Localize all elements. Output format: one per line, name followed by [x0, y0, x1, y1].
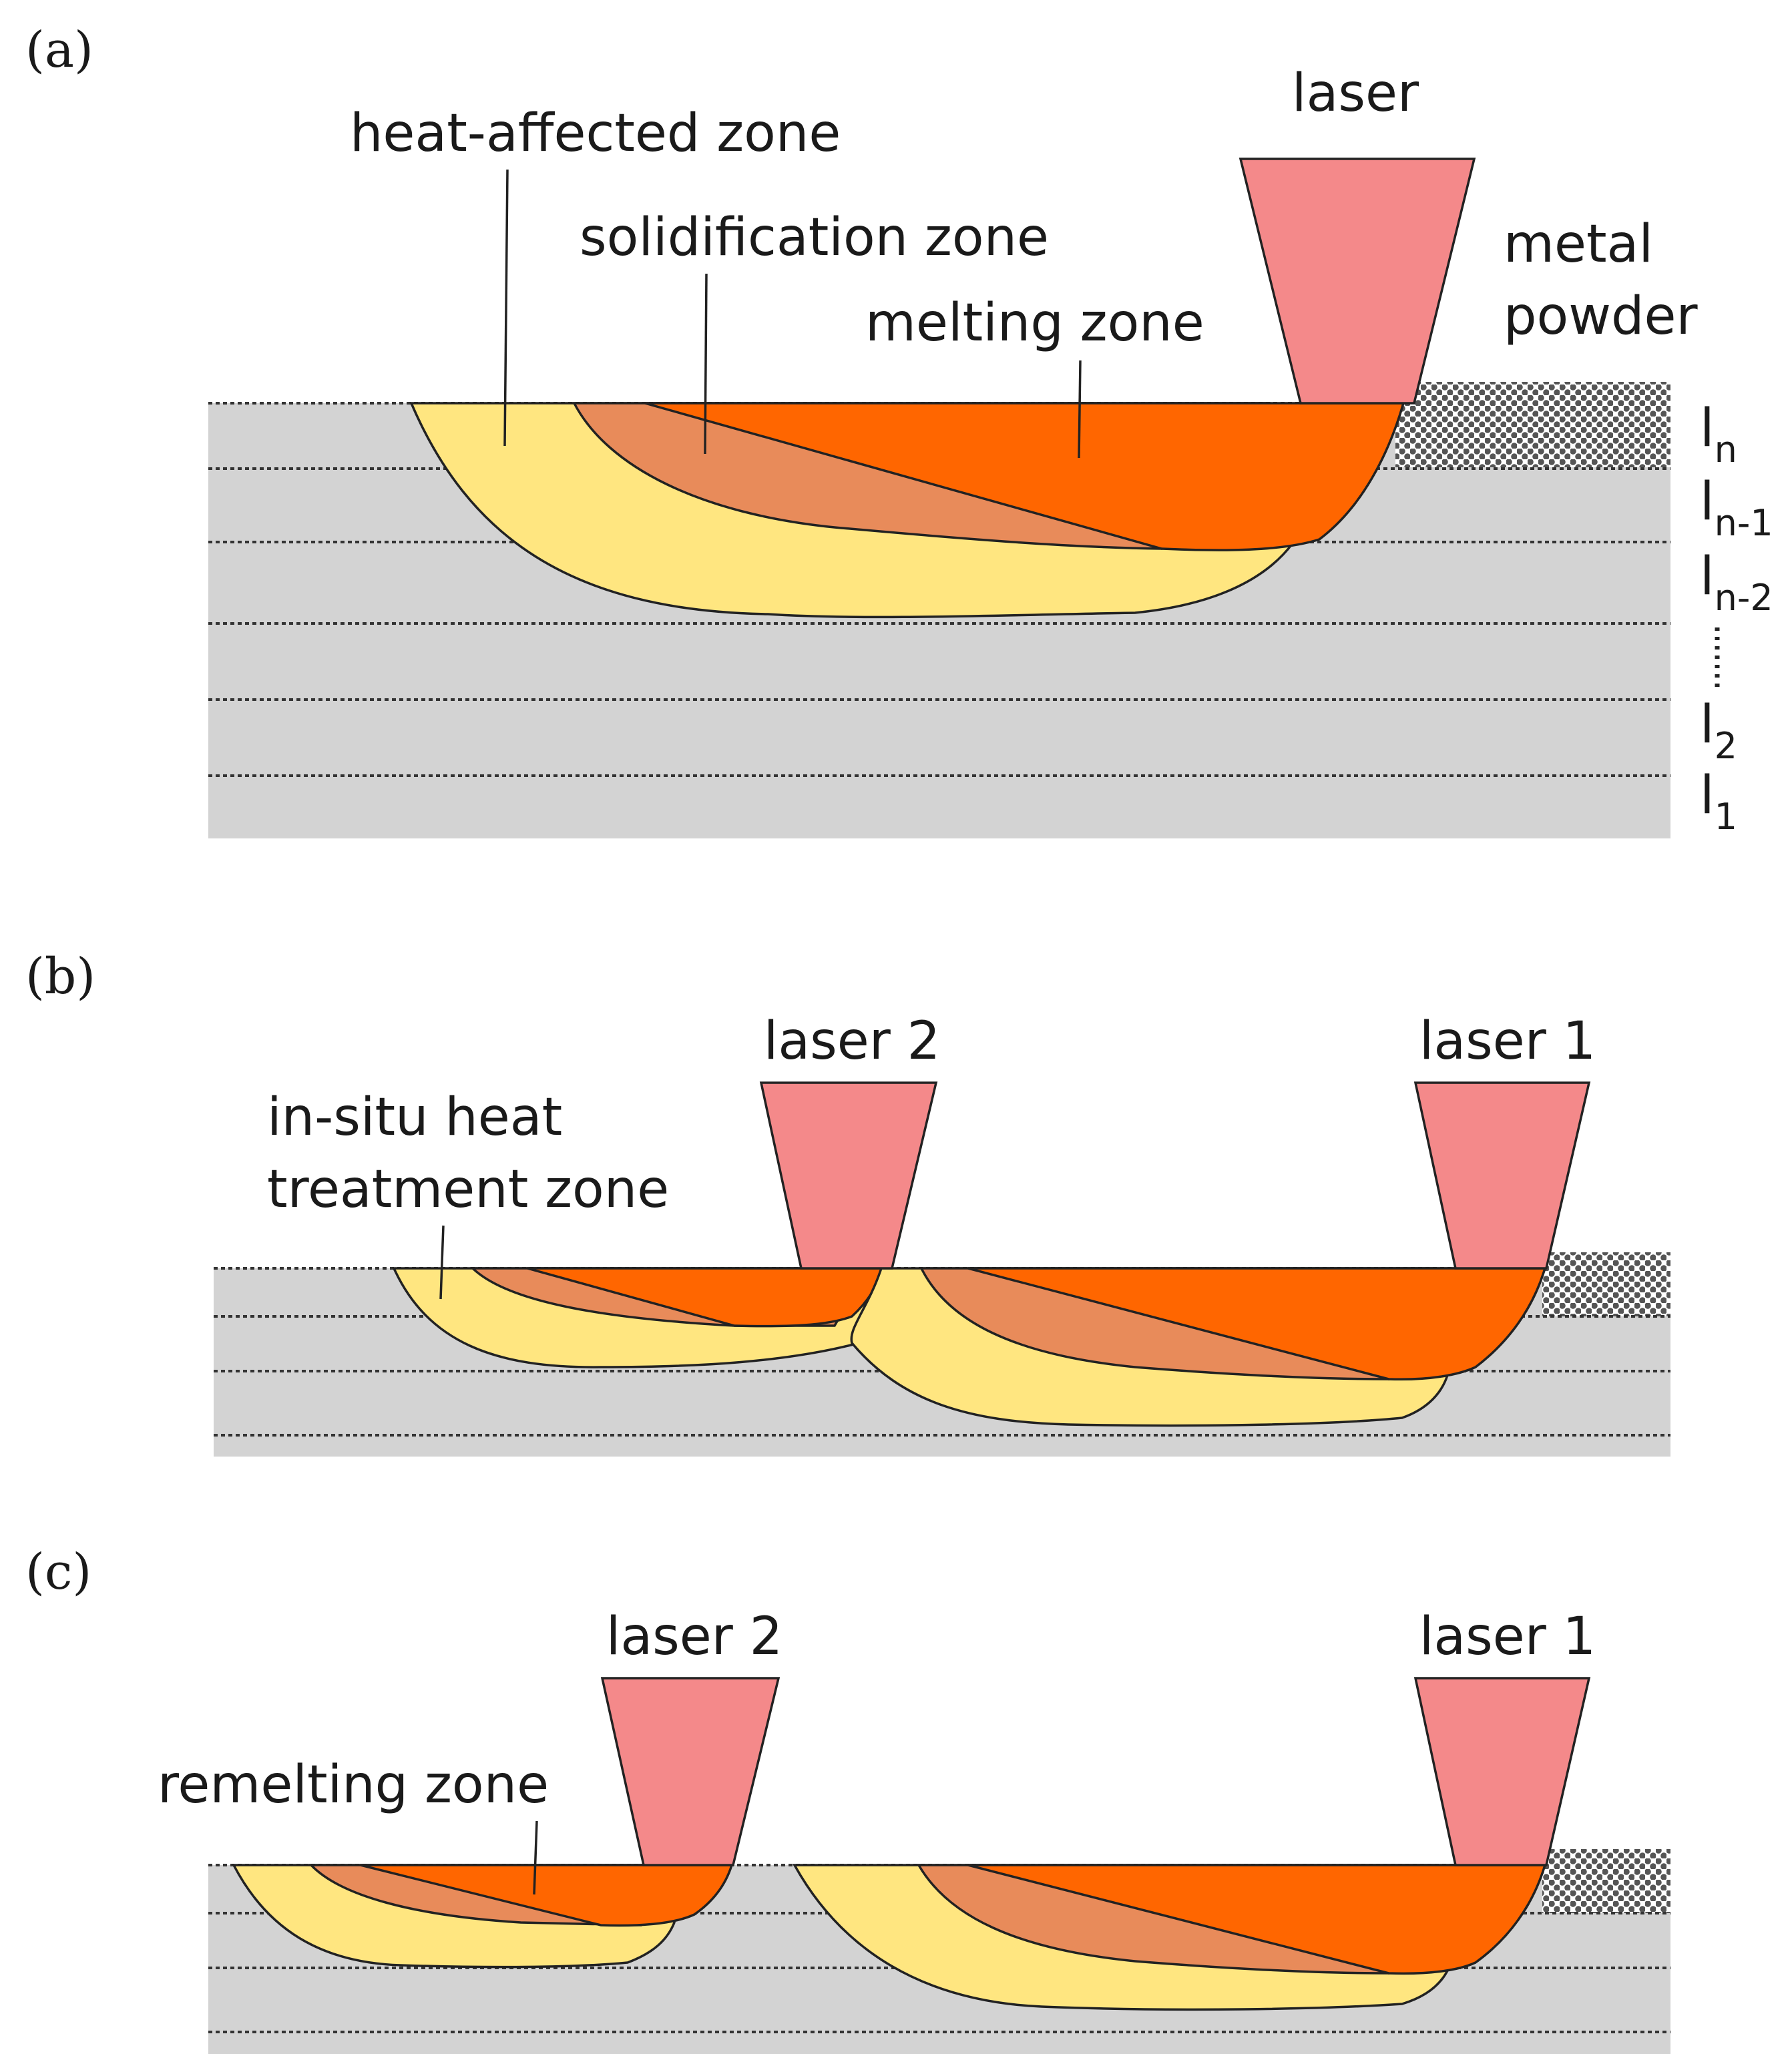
layer-labels: ln ln-1 ln-2 l2 l1 [1700, 399, 1773, 838]
solidification-zone-leader [704, 273, 708, 455]
powder-bed-c [1542, 1849, 1670, 1913]
melting-zone-c1-shape [967, 1864, 1547, 1975]
laser-label-a: laser [1292, 63, 1419, 123]
heat-affected-zone-leader [503, 169, 509, 447]
laser-1-label-b: laser 1 [1419, 1011, 1596, 1071]
panel-b-label: (b) [25, 948, 95, 1005]
solidification-zone-label: solidification zone [580, 208, 1049, 268]
layer-label-ln-1: ln-1 [1700, 472, 1773, 544]
in-situ-label-line1: in-situ heat [267, 1087, 562, 1147]
panel-a: (a) laser metal powder heat-affected zon… [25, 21, 1773, 838]
laser-1-c [1413, 1677, 1591, 1866]
in-situ-leader [439, 1225, 445, 1300]
layer-label-ln-2: ln-2 [1700, 547, 1773, 619]
remelting-zone-leader [533, 1820, 538, 1895]
melting-zone-label: melting zone [865, 293, 1204, 353]
laser-2-label-c: laser 2 [606, 1607, 783, 1667]
powder-bed-b [1542, 1252, 1670, 1316]
panel-a-label: (a) [25, 21, 93, 79]
laser-a [1239, 158, 1476, 405]
laser-2-label-b: laser 2 [764, 1011, 941, 1071]
laser-2-b [759, 1081, 938, 1270]
panel-c: (c) laser 2 laser 1 remelting zone [25, 1543, 1670, 2054]
laser-1-b [1413, 1081, 1591, 1270]
panel-c-label: (c) [25, 1543, 91, 1601]
remelting-zone-label: remelting zone [158, 1755, 549, 1815]
melting-zone-leader [1078, 360, 1082, 459]
remelting-zone-shape [360, 1864, 734, 1927]
powder-bed-a [1395, 382, 1670, 467]
in-situ-label-line2: treatment zone [267, 1160, 669, 1220]
layer-label-l1: l1 [1700, 766, 1737, 838]
heat-affected-zone-label: heat-affected zone [350, 103, 841, 164]
laser-2-c [600, 1677, 780, 1866]
melting-zone-b1-shape [967, 1267, 1547, 1381]
metal-powder-label-line1: metal [1504, 214, 1653, 274]
laser-1-label-c: laser 1 [1419, 1607, 1596, 1667]
layer-label-ln: ln [1700, 399, 1737, 471]
melting-zone-shape [644, 402, 1405, 551]
panel-b: (b) laser 2 laser 1 in-situ heat treatme… [25, 948, 1670, 1457]
layer-label-l2: l2 [1700, 695, 1737, 767]
metal-powder-label-line2: powder [1504, 286, 1699, 346]
